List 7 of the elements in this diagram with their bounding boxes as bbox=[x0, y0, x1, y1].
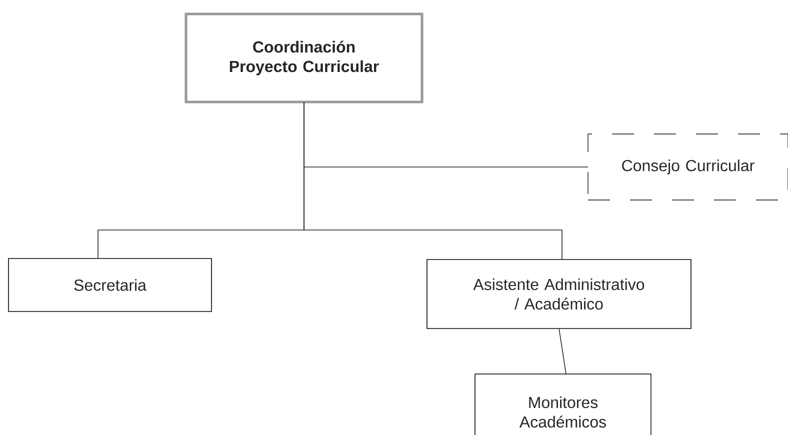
position-box: Secretaria bbox=[8, 258, 212, 312]
dashed-box: Consejo Curricular bbox=[588, 134, 788, 200]
connector-line bbox=[558, 328, 566, 374]
position-box: Monitores Académicos bbox=[474, 374, 652, 435]
position-box: Asistente Administrativo / Académico bbox=[426, 259, 692, 329]
department-box: Coordinación Proyecto Curricular bbox=[184, 12, 424, 104]
connector-line bbox=[304, 102, 562, 260]
